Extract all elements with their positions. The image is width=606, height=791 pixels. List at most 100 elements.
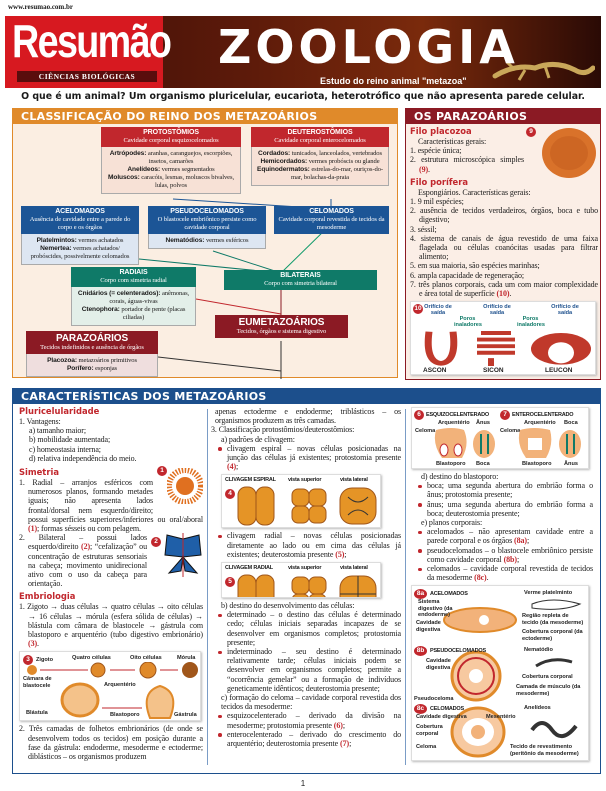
body-plan-drawings <box>443 599 582 758</box>
list-item: a) tamanho maior; <box>19 426 203 435</box>
node-item-label: Anelídeos: <box>127 166 161 173</box>
label-camara-blastocele: Câmara de blastocele <box>23 676 52 689</box>
label-celoma: Celoma <box>500 428 521 434</box>
node-desc: Cavidade corporal revestida de tecidos d… <box>278 216 385 231</box>
node-item-label: Hemicordados: <box>260 158 308 165</box>
label-worm: Verme platelminto <box>524 590 573 597</box>
node-item: Artrópodes: aranhas, caranguejos, escorp… <box>104 150 238 166</box>
label-vista-superior: vista superior <box>288 565 322 572</box>
item-text-end: ; <box>236 462 239 472</box>
item-text-end: . <box>486 573 489 583</box>
item-number: 1. <box>19 478 25 488</box>
item-text: e) planos corporais: <box>421 518 483 528</box>
label-celoma: Celoma <box>415 428 436 434</box>
item-text: c) formação do celoma – cavidade corpora… <box>221 693 401 712</box>
item-text: b) mobilidade aumentada; <box>29 435 111 445</box>
item-text: Zigoto → duas células → quatro células →… <box>27 602 203 640</box>
butterfly-image <box>164 533 202 578</box>
figure-badge: 4 <box>225 489 235 500</box>
node-item: Anelídeos: vermes segmentados <box>104 166 238 174</box>
item-number: 6. <box>410 270 416 280</box>
item-text: Bilateral – possui lados esquerdo/direit… <box>28 533 147 552</box>
figure-reference: (8c) <box>474 573 487 583</box>
label-anus: Ânus <box>476 420 490 426</box>
label-cavidade: Cavidade digestiva <box>416 714 467 721</box>
node-item-label: Nemertea: <box>40 245 72 252</box>
pluricelularidade-list: 1. Vantagens:a) tamanho maior;b) mobilid… <box>19 417 203 463</box>
label-leucon: LEUCON <box>545 367 573 375</box>
node-item-label: Nematódios: <box>165 237 205 244</box>
label-mesenterio: Mesentério <box>486 714 516 721</box>
list-item: 4. sistema de canais de água revestido d… <box>410 234 598 262</box>
node-desc: Ausência de cavidade entre a parede do c… <box>29 216 131 231</box>
label-cobertura: Cobertura corporal <box>522 674 573 681</box>
list-item: c) homeostasia interna; <box>19 445 203 454</box>
node-item-text: aranhas, caranguejos, escorpiões, inseto… <box>147 150 233 165</box>
classification-panel: CLASSIFICAÇÃO DO REINO DOS METAZOÁRIOS P… <box>12 108 398 379</box>
item-text: 9 mil espécies; <box>417 197 464 207</box>
item-text: clivagem espiral – novas células posicio… <box>227 443 401 463</box>
item-text-end: ; formas sésseis ou com pelagem. <box>37 524 141 534</box>
node-desc: O blastocele embriônico persiste como ca… <box>157 216 257 231</box>
figure-reference: (6) <box>333 720 343 730</box>
node-item-text: anêmonas, corais, águas-vivas <box>109 290 190 305</box>
item-text: esquizocelenterado – derivado da divisão… <box>227 711 401 730</box>
label-orificio: Orifício de saída <box>483 304 511 317</box>
embryo-drawings <box>27 662 198 720</box>
list-item: 2. Bilateral – possui lados esquerdo/dir… <box>19 533 203 588</box>
label-boca: Boca <box>476 461 490 467</box>
item-text: a) padrões de clivagem: <box>221 434 295 444</box>
list-item: indeterminado – seu destino é determinad… <box>211 647 401 693</box>
simetria-heading: Simetria <box>19 467 59 478</box>
label-blastoporo: Blastoporo <box>436 461 466 467</box>
label-zigoto: Zigoto <box>36 657 54 664</box>
label-tecido-revestimento: Tecido de revestimento (peritônio da mes… <box>510 744 579 757</box>
item-text-end: ; <box>516 554 520 564</box>
item-text: d) destino do blastoporo: <box>421 472 499 481</box>
label-cavidade: Cavidade digestiva <box>416 620 441 633</box>
node-item: Ctenophora: portador de pente (placas ci… <box>74 306 193 322</box>
label-sicon: SICON <box>483 367 504 375</box>
tree-lines <box>138 198 332 379</box>
label-camada-musculo: Camada de músculo (da mesoderme) <box>516 684 581 697</box>
sponge-types-figure: 10 Orifício de saída Orifício de saída O… <box>410 301 596 376</box>
figure-badge: 8a <box>414 589 427 600</box>
figure-badge: 6 <box>414 410 424 420</box>
item-number: 1. <box>410 146 416 156</box>
item-text-end: ; <box>349 739 352 749</box>
item-text: espécie única; <box>417 146 462 156</box>
page-subtitle: Estudo do reino animal "metazoa" <box>320 76 467 86</box>
node-item-text: caracóis, lesmas, moluscos bivalves, lul… <box>141 174 234 189</box>
item-text: boca; uma segunda abertura do embrião fo… <box>427 481 593 500</box>
figure-title: ACELOMADOS <box>430 591 468 598</box>
list-item: d) relativa independência do meio. <box>19 454 203 463</box>
node-desc: Tecidos, órgãos e sistema digestivo <box>236 328 327 335</box>
node-item-label: Moluscos: <box>108 174 140 181</box>
figure-badge: 10 <box>413 304 423 315</box>
item-text: apenas ectoderme e endoderme; triblástic… <box>215 407 401 426</box>
item-text: a) tamanho maior; <box>29 426 86 436</box>
item-number: 7. <box>410 279 416 289</box>
label-poros: Poros inaladores <box>517 316 545 329</box>
list-item: 1. 9 mil espécies; <box>410 197 598 206</box>
list-item: 5. em sua maioria, são espécies marinhas… <box>410 261 598 270</box>
item-text: Radial – arranjos esféricos com numeroso… <box>28 478 203 524</box>
page-number: 1 <box>300 779 306 788</box>
bilateral-symmetry-figure: 2 <box>151 533 203 578</box>
list-item: 2. ausência de tecidos verdadeiros, órgã… <box>410 206 598 224</box>
figure-badge: 2 <box>151 537 161 548</box>
logo-subtitle: CIÊNCIAS BIOLÓGICAS <box>17 71 157 82</box>
figure-reference: (1) <box>28 524 38 534</box>
label-arquenterio: Arquentério <box>524 420 556 426</box>
list-item: 1. espécie única; <box>410 146 524 155</box>
item-number: 4. <box>410 233 416 243</box>
figure-reference: (3) <box>28 639 38 649</box>
porifera-heading: Filo porífera <box>410 176 468 187</box>
item-text: c) homeostasia interna; <box>29 444 101 454</box>
item-text: Vantagens: <box>26 417 61 426</box>
list-item: pseudocelomados – o blastocele embriônic… <box>411 546 593 564</box>
node-item-label: Cnidários (= celenterados): <box>77 290 161 297</box>
item-text: celomados – cavidade corporal revestida … <box>427 564 593 583</box>
